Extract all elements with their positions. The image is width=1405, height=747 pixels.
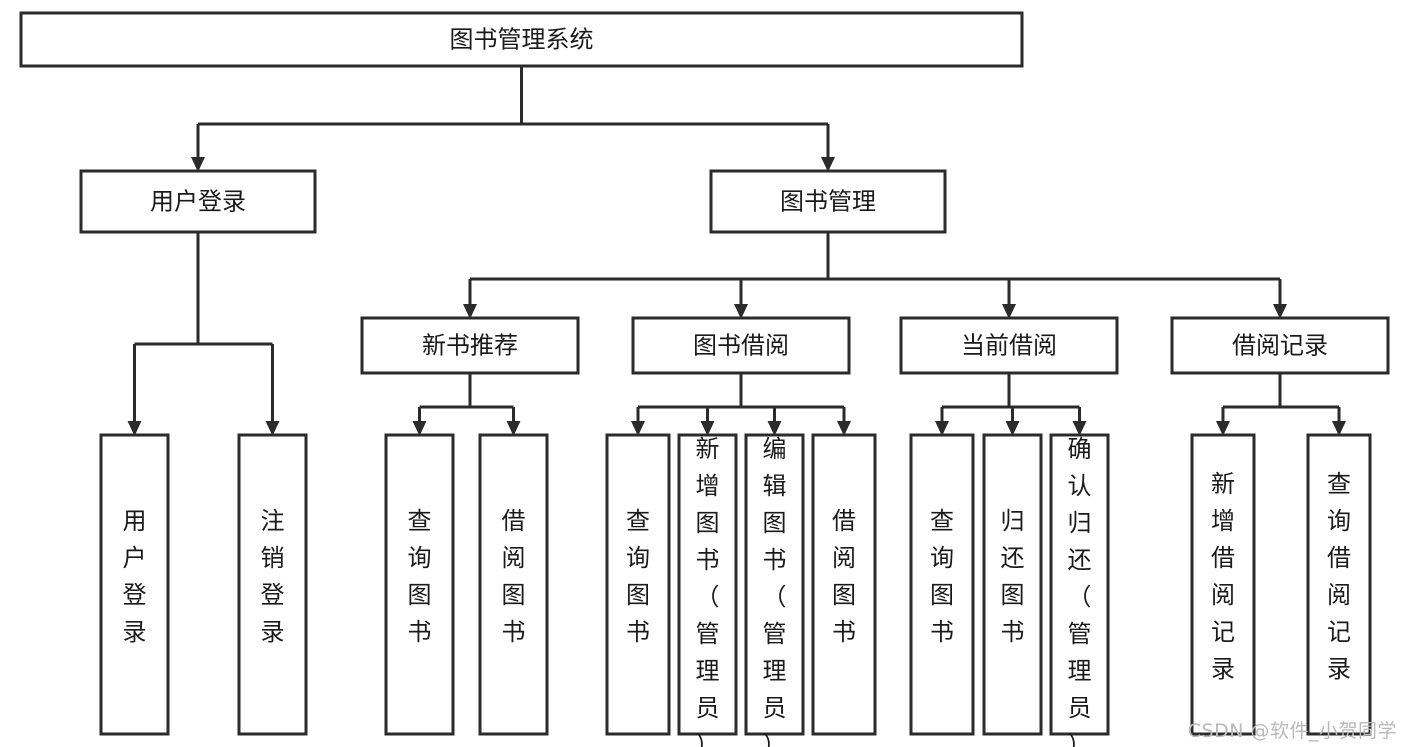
edge-arrowhead: [821, 157, 835, 172]
edge-arrowhead: [734, 304, 748, 319]
node-box: [99, 433, 170, 736]
node-label: 图书管理: [780, 188, 876, 216]
node-box: [1190, 433, 1256, 736]
edges-layer: [127, 66, 1346, 436]
edge-arrowhead: [1332, 421, 1346, 436]
node-label: 归还图书: [1001, 507, 1025, 646]
node-box: [478, 433, 549, 736]
node-leaf-query-book-3[interactable]: 查询图书: [909, 433, 975, 736]
node-user-login[interactable]: 用户登录: [79, 169, 317, 234]
edge-arrowhead: [463, 304, 477, 319]
edge-arrowhead: [700, 421, 715, 436]
edge-group-user-login: [127, 232, 280, 436]
node-label: 查询图书: [626, 507, 650, 646]
node-label: 查询借阅记录: [1327, 470, 1351, 683]
node-box: [237, 433, 308, 736]
node-label: 确认归还（管理员）: [1068, 435, 1092, 747]
node-box: [384, 433, 455, 736]
node-label: 当前借阅: [961, 332, 1057, 360]
node-box: [605, 433, 671, 736]
edge-group-new-book-recommend: [412, 373, 521, 436]
node-label: 查询图书: [930, 507, 954, 646]
node-borrow-record[interactable]: 借阅记录: [1170, 316, 1390, 375]
edge-arrowhead: [767, 421, 782, 436]
node-leaf-return-book[interactable]: 归还图书: [982, 433, 1043, 736]
edge-group-root: [191, 66, 835, 172]
node-book-borrow[interactable]: 图书借阅: [631, 316, 851, 375]
node-box: [1170, 316, 1390, 375]
edge-group-book-borrow: [631, 373, 851, 436]
edge-arrowhead: [631, 421, 645, 436]
node-label: 新增图书（管理员）: [696, 435, 720, 747]
node-leaf-add-book-admin[interactable]: 新增图书（管理员）: [677, 433, 738, 747]
node-leaf-query-borrow-record[interactable]: 查询借阅记录: [1306, 433, 1372, 736]
edge-arrowhead: [837, 421, 851, 436]
node-label: 编辑图书（管理员）: [763, 435, 787, 747]
node-leaf-edit-book-admin[interactable]: 编辑图书（管理员）: [744, 433, 805, 747]
node-box: [1306, 433, 1372, 736]
edge-arrowhead: [191, 157, 205, 172]
node-box: [899, 316, 1119, 375]
node-book-manage[interactable]: 图书管理: [709, 169, 947, 234]
edge-arrowhead: [1072, 421, 1087, 436]
node-leaf-user-login[interactable]: 用户登录: [99, 433, 170, 736]
node-leaf-logout[interactable]: 注销登录: [237, 433, 308, 736]
node-label: 查询图书: [408, 507, 432, 646]
watermark-label: CSDN @软件_小贺同学: [1187, 720, 1397, 742]
node-box: [811, 433, 877, 736]
edge-group-borrow-record: [1216, 373, 1346, 436]
edge-arrowhead: [1273, 304, 1287, 319]
node-leaf-query-book-1[interactable]: 查询图书: [384, 433, 455, 736]
node-leaf-borrow-book-2[interactable]: 借阅图书: [811, 433, 877, 736]
node-box: [1049, 433, 1110, 736]
node-box: [709, 169, 947, 234]
edge-group-book-manage: [463, 232, 1287, 319]
nodes-layer: 图书管理系统用户登录图书管理新书推荐图书借阅当前借阅借阅记录用户登录注销登录查询…: [19, 11, 1390, 747]
node-label: 新增借阅记录: [1211, 470, 1235, 683]
edge-group-current-borrow: [935, 373, 1087, 436]
node-new-book-recommend[interactable]: 新书推荐: [360, 316, 580, 375]
edge-arrowhead: [1005, 421, 1020, 436]
node-label: 用户登录: [123, 507, 147, 646]
node-leaf-confirm-return-admin[interactable]: 确认归还（管理员）: [1049, 433, 1110, 747]
node-leaf-query-book-2[interactable]: 查询图书: [605, 433, 671, 736]
edge-arrowhead: [127, 421, 142, 436]
node-leaf-borrow-book-1[interactable]: 借阅图书: [478, 433, 549, 736]
edge-arrowhead: [412, 421, 427, 436]
node-label: 借阅图书: [502, 507, 526, 646]
node-box: [909, 433, 975, 736]
node-current-borrow[interactable]: 当前借阅: [899, 316, 1119, 375]
node-label: 用户登录: [150, 188, 246, 216]
node-label: 借阅图书: [832, 507, 856, 646]
node-root[interactable]: 图书管理系统: [19, 11, 1024, 68]
node-box: [19, 11, 1024, 68]
edge-arrowhead: [1002, 304, 1016, 319]
edge-arrowhead: [265, 421, 280, 436]
edge-arrowhead: [506, 421, 521, 436]
node-label: 借阅记录: [1232, 332, 1328, 360]
node-box: [79, 169, 317, 234]
node-box: [631, 316, 851, 375]
edge-arrowhead: [1216, 421, 1230, 436]
node-label: 图书管理系统: [450, 26, 594, 54]
node-label: 新书推荐: [422, 332, 518, 360]
node-leaf-add-borrow-record[interactable]: 新增借阅记录: [1190, 433, 1256, 736]
node-label: 图书借阅: [693, 332, 789, 360]
node-box: [744, 433, 805, 736]
node-box: [677, 433, 738, 736]
node-label: 注销登录: [261, 507, 285, 646]
node-box: [360, 316, 580, 375]
node-box: [982, 433, 1043, 736]
edge-arrowhead: [935, 421, 949, 436]
